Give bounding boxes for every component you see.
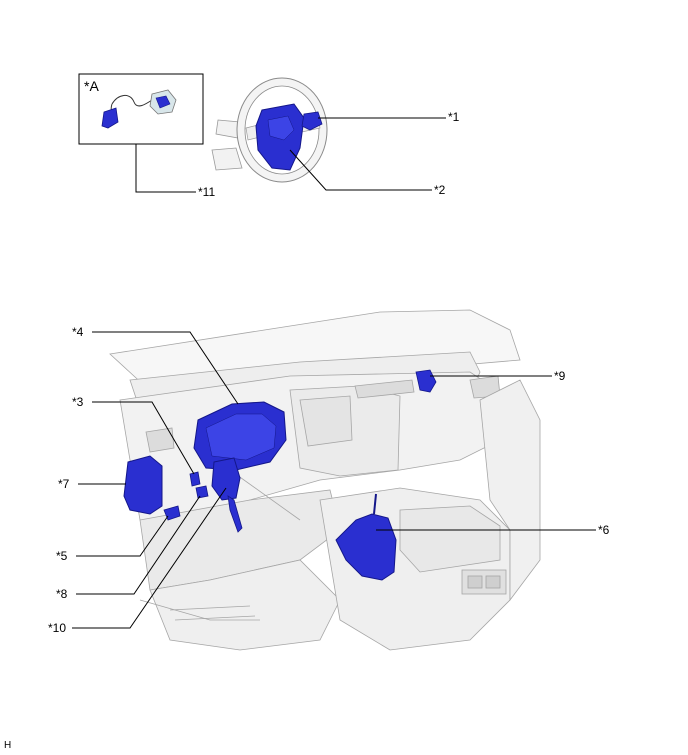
callout-6: *6 (598, 523, 610, 537)
callout-2: *2 (434, 183, 446, 197)
small-switch-8 (195, 485, 209, 499)
corner-code: H (4, 740, 12, 751)
leader-2 (289, 149, 432, 191)
callout-1: *1 (448, 110, 460, 124)
steering-switch-right (301, 111, 323, 131)
callout-4: *4 (72, 325, 84, 339)
leader-5 (76, 515, 169, 557)
leader-11 (135, 144, 196, 193)
callout-7: *7 (58, 477, 70, 491)
spiral-cable-wire (111, 95, 153, 107)
inset-box: *A (78, 73, 204, 145)
callout-8: *8 (56, 587, 68, 601)
steering-column-assembly (211, 457, 241, 501)
callout-11: *11 (198, 185, 215, 199)
connector-left (101, 107, 119, 129)
inset-label: *A (84, 78, 99, 94)
small-switch-3 (189, 471, 201, 487)
steering-wheel (211, 77, 328, 183)
leader-8 (76, 495, 201, 595)
ecu-block (123, 455, 163, 515)
leader-4 (92, 331, 239, 405)
leader-3 (92, 401, 195, 475)
callout-9: *9 (554, 369, 566, 383)
callout-5: *5 (56, 549, 68, 563)
callout-10: *10 (48, 621, 66, 635)
callout-3: *3 (72, 395, 84, 409)
dashboard-drawing (109, 309, 541, 651)
leader-10 (72, 487, 227, 629)
